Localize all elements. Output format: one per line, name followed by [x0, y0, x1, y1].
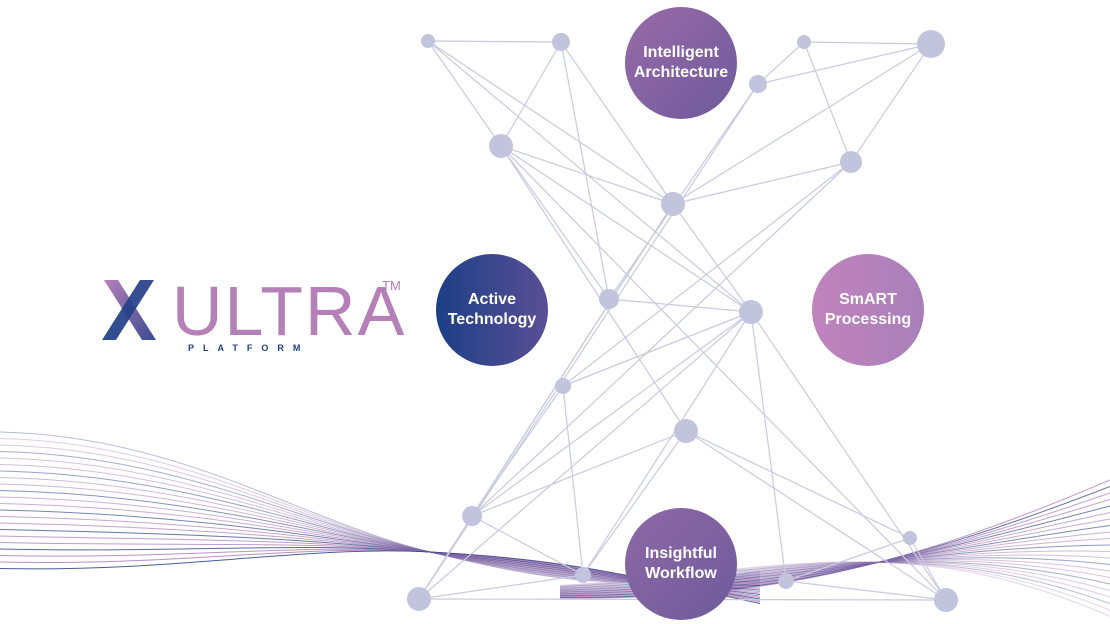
network-edge	[757, 41, 805, 85]
logo-wordmark: ULTRA	[172, 272, 407, 350]
network-nodes	[407, 30, 958, 612]
network-node	[661, 192, 685, 216]
pillar-line-1: Insightful	[645, 545, 717, 562]
network-node	[797, 35, 811, 49]
network-edge	[582, 311, 752, 576]
logo-trademark: TM	[382, 278, 401, 293]
network-edge	[427, 40, 752, 313]
network-node	[749, 75, 767, 93]
network-edge	[471, 161, 852, 517]
network-edge	[582, 430, 687, 576]
network-edge	[500, 145, 752, 313]
network-node	[575, 567, 591, 583]
network-edge	[427, 40, 562, 43]
network-edge	[685, 430, 911, 539]
network-node	[599, 289, 619, 309]
network-node	[462, 506, 482, 526]
network-edge	[785, 580, 947, 601]
network-node	[778, 573, 794, 589]
network-edge	[471, 385, 564, 517]
pillar-intelligent-architecture: Intelligent Architecture	[625, 7, 737, 119]
network-node	[674, 419, 698, 443]
pillar-smart-processing: SmART Processing	[812, 254, 924, 366]
network-edge	[672, 161, 852, 205]
network-edge	[750, 311, 947, 601]
network-node	[903, 531, 917, 545]
pillar-line-2: Technology	[447, 311, 537, 328]
network-edge	[500, 145, 947, 601]
pillar-line-1: SmART	[839, 291, 897, 308]
network-edge	[757, 43, 932, 85]
network-node	[934, 588, 958, 612]
network-edge	[685, 430, 947, 601]
network-edge	[418, 574, 584, 600]
network-edge	[562, 161, 852, 387]
network-edge	[560, 41, 610, 300]
network-node	[555, 378, 571, 394]
pillar-line-2: Processing	[824, 311, 912, 328]
network-edge	[500, 145, 674, 205]
network-edge	[803, 41, 852, 163]
network-edge	[500, 145, 610, 300]
network-edge	[562, 385, 584, 576]
network-edge	[672, 203, 752, 313]
logo-subtitle: PLATFORM	[188, 343, 310, 353]
network-edges	[418, 40, 947, 601]
network-node	[739, 300, 763, 324]
pillar-insightful-workflow: Insightful Workflow	[625, 508, 737, 620]
pillar-line-2: Workflow	[645, 565, 717, 582]
network-edge	[418, 311, 752, 600]
network-edge	[427, 40, 674, 205]
ultra-platform-logo: ULTRA TM PLATFORM	[100, 272, 410, 358]
network-node	[489, 134, 513, 158]
network-node	[552, 33, 570, 51]
pillar-line-2: Architecture	[633, 64, 729, 81]
pillar-line-1: Active	[467, 291, 517, 308]
network-node	[840, 151, 862, 173]
network-edge	[850, 43, 932, 163]
network-edge	[500, 41, 562, 147]
network-edge	[608, 298, 752, 313]
network-edge	[608, 83, 759, 300]
network-edge	[427, 40, 502, 147]
network-edge	[750, 311, 787, 582]
x-logo-mark	[102, 280, 156, 340]
network-edge	[500, 145, 687, 432]
network-edge	[672, 43, 932, 205]
network-node	[407, 587, 431, 611]
network-node	[421, 34, 435, 48]
network-edge	[471, 430, 687, 517]
network-edge	[560, 41, 674, 205]
pillar-line-1: Intelligent	[643, 44, 719, 61]
network-edge	[471, 515, 584, 576]
network-edge	[562, 311, 752, 387]
network-edge	[785, 537, 911, 582]
network-node	[917, 30, 945, 58]
pillar-active-technology: Active Technology	[436, 254, 548, 366]
network-edge	[471, 311, 752, 517]
network-edge	[803, 41, 932, 45]
